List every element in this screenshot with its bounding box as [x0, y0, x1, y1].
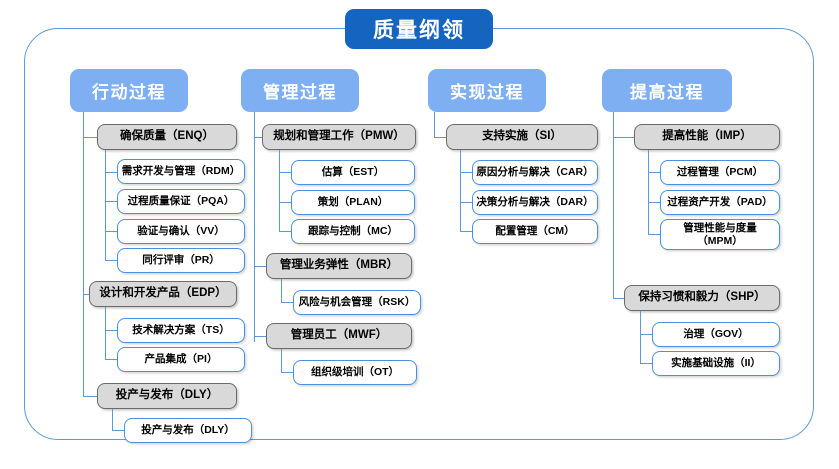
leaf-box-dar[interactable]: 决策分析与解决（DAR） [472, 190, 598, 215]
category-box-si[interactable]: 支持实施（SI） [446, 124, 598, 150]
category-box-dly[interactable]: 投产与发布（DLY） [97, 383, 237, 409]
connector-branch-c3-g1 [434, 137, 446, 139]
leaf-box-car[interactable]: 原因分析与解决（CAR） [472, 160, 598, 185]
leaf-box-ot[interactable]: 组织级培训（OT） [293, 360, 417, 385]
connector-branch-c2-g1 [254, 137, 262, 139]
connector-subtrunk-c2-g2 [281, 279, 283, 303]
leaf-box-ts[interactable]: 技术解决方案（TS） [117, 318, 245, 343]
connector-subtrunk-c1-g3 [112, 409, 114, 431]
leaf-box-mc[interactable]: 跟踪与控制（MC） [291, 219, 415, 244]
connector-leaf-c4-g2-1 [640, 363, 652, 365]
column-header-realization-process[interactable]: 实现过程 [428, 69, 546, 112]
leaf-box-cm[interactable]: 配置管理（CM） [472, 219, 598, 244]
column-header-action-process[interactable]: 行动过程 [70, 69, 188, 112]
leaf-box-rsk[interactable]: 风险与机会管理（RSK） [293, 290, 421, 315]
leaf-box-plan[interactable]: 策划（PLAN） [291, 190, 415, 215]
connector-leaf-c2-g3-0 [281, 372, 293, 374]
category-box-edp[interactable]: 设计和开发产品（EDP） [89, 281, 237, 307]
connector-leaf-c1-g2-1 [105, 359, 117, 361]
leaf-box-pr[interactable]: 同行评审（PR） [117, 248, 245, 273]
connector-leaf-c1-g1-1 [105, 201, 117, 203]
connector-trunk-c1 [83, 112, 85, 396]
column-header-management-process[interactable]: 管理过程 [241, 69, 359, 112]
category-box-pmw[interactable]: 规划和管理工作（PMW） [262, 124, 416, 150]
leaf-box-pqa[interactable]: 过程质量保证（PQA） [117, 189, 245, 214]
connector-leaf-c2-g1-2 [279, 231, 291, 233]
connector-leaf-c3-g1-1 [460, 202, 472, 204]
category-box-shp[interactable]: 保持习惯和毅力（SHP） [624, 285, 780, 311]
connector-leaf-c2-g1-1 [279, 202, 291, 204]
column-header-improvement-process[interactable]: 提高过程 [602, 69, 732, 112]
leaf-box-pad[interactable]: 过程资产开发（PAD） [660, 190, 780, 215]
leaf-box-est[interactable]: 估算（EST） [291, 160, 415, 185]
connector-leaf-c1-g1-2 [105, 231, 117, 233]
connector-leaf-c1-g3-0 [112, 430, 124, 432]
connector-leaf-c1-g1-0 [105, 172, 117, 174]
leaf-box-gov[interactable]: 治理（GOV） [652, 322, 780, 347]
connector-leaf-c2-g1-0 [279, 172, 291, 174]
connector-leaf-c4-g1-1 [648, 202, 660, 204]
leaf-box-pcm[interactable]: 过程管理（PCM） [660, 160, 780, 185]
connector-leaf-c1-g1-3 [105, 260, 117, 262]
root-title: 质量纲领 [345, 9, 493, 49]
connector-branch-c1-g1 [83, 137, 97, 139]
connector-subtrunk-c4-g2 [640, 311, 642, 363]
connector-branch-c1-g3 [83, 396, 97, 398]
connector-subtrunk-c1-g2 [105, 307, 107, 359]
category-box-mbr[interactable]: 管理业务弹性（MBR） [266, 253, 412, 279]
connector-subtrunk-c2-g1 [279, 150, 281, 231]
connector-subtrunk-c2-g3 [281, 349, 283, 373]
connector-subtrunk-c3-g1 [460, 150, 462, 231]
connector-branch-c1-g2 [83, 294, 89, 296]
connector-branch-c4-g1 [613, 137, 634, 139]
leaf-box-mpm[interactable]: 管理性能与度量 （MPM） [660, 219, 780, 250]
category-box-mwf[interactable]: 管理员工（MWF） [266, 323, 412, 349]
connector-subtrunk-c1-g1 [105, 150, 107, 260]
connector-leaf-c2-g2-0 [281, 302, 293, 304]
connector-branch-c2-g2 [254, 266, 266, 268]
connector-leaf-c4-g2-0 [640, 334, 652, 336]
connector-leaf-c3-g1-2 [460, 231, 472, 233]
leaf-box-vv[interactable]: 验证与确认（VV） [117, 219, 245, 244]
connector-leaf-c1-g2-0 [105, 330, 117, 332]
leaf-box-rdm[interactable]: 需求开发与管理（RDM） [117, 159, 245, 184]
connector-subtrunk-c4-g1 [648, 150, 650, 235]
connector-branch-c4-g2 [613, 298, 624, 300]
category-box-imp[interactable]: 提高性能（IMP） [634, 124, 780, 150]
connector-leaf-c4-g1-2 [648, 234, 660, 236]
connector-trunk-c2 [254, 112, 256, 342]
connector-leaf-c3-g1-0 [460, 172, 472, 174]
connector-trunk-c4 [613, 112, 615, 299]
category-box-enq[interactable]: 确保质量（ENQ） [97, 124, 237, 150]
leaf-box-pi[interactable]: 产品集成（PI） [117, 347, 245, 372]
connector-trunk-c3 [434, 112, 436, 138]
leaf-box-dly-leaf[interactable]: 投产与发布（DLY） [124, 418, 252, 443]
leaf-box-ii[interactable]: 实施基础设施（II） [652, 351, 780, 376]
connector-branch-c2-g3 [254, 336, 266, 338]
connector-leaf-c4-g1-0 [648, 172, 660, 174]
